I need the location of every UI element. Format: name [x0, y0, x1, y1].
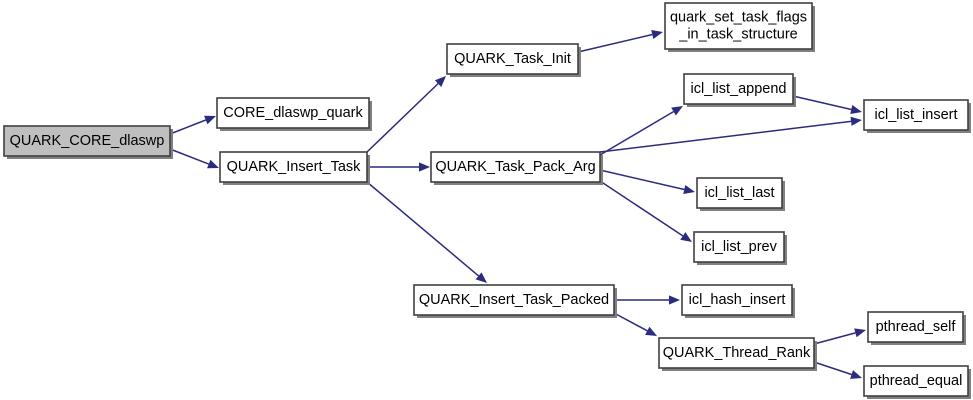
node-box[interactable]: [683, 73, 794, 105]
node-box[interactable]: [430, 151, 601, 183]
node-icl-list-append[interactable]: icl_list_append: [683, 73, 796, 107]
edge-quark-task-pack-arg-to-icl-list-append: [599, 106, 683, 156]
node-label: QUARK_CORE_dlaswp: [10, 133, 165, 149]
node-icl-list-insert[interactable]: icl_list_insert: [863, 99, 971, 133]
edge-line: [169, 148, 210, 165]
nodes-layer: QUARK_CORE_dlaswpCORE_dlaswp_quarkQUARK_…: [3, 2, 971, 399]
edge-quark-insert-task-packed-to-quark-thread-rank: [613, 312, 657, 336]
node-box[interactable]: [446, 43, 579, 75]
edge-arrowhead: [645, 326, 657, 336]
node-label: icl_list_append: [691, 81, 787, 97]
edge-line: [366, 181, 480, 277]
edge-quark-task-pack-arg-to-icl-list-prev: [599, 180, 692, 242]
node-box[interactable]: [863, 99, 969, 131]
edge-icl-list-append-to-icl-list-insert: [792, 95, 862, 114]
node-label: CORE_dlaswp_quark: [223, 105, 363, 121]
edge-quark-insert-task-to-quark-task-pack-arg: [367, 162, 430, 172]
edge-line: [613, 312, 648, 332]
node-label: _in_task_structure: [678, 26, 797, 42]
node-quark-core-dlaswp[interactable]: QUARK_CORE_dlaswp: [3, 125, 173, 159]
node-label: quark_set_task_flags: [670, 9, 807, 25]
edge-arrowhead: [671, 106, 683, 116]
edge-line: [169, 119, 207, 135]
node-label: pthread_equal: [870, 373, 963, 389]
edge-quark-insert-task-to-quark-task-init: [366, 76, 446, 153]
edges-layer: [169, 30, 866, 379]
edge-arrowhead: [419, 162, 430, 172]
node-icl-list-last[interactable]: icl_list_last: [696, 177, 785, 211]
edge-arrowhead: [683, 185, 695, 194]
node-quark-task-pack-arg[interactable]: QUARK_Task_Pack_Arg: [430, 151, 603, 185]
edge-quark-core-dlaswp-to-quark-insert-task: [169, 148, 219, 169]
node-box[interactable]: [664, 2, 813, 50]
node-box[interactable]: [696, 177, 783, 209]
node-box[interactable]: [681, 284, 793, 316]
edge-line: [599, 180, 684, 237]
edge-arrowhead: [207, 159, 219, 169]
edge-arrowhead: [434, 76, 446, 87]
node-label: icl_list_prev: [701, 239, 777, 255]
node-label: icl_hash_insert: [689, 292, 786, 308]
edge-line: [599, 120, 852, 153]
edge-quark-task-init-to-quark-set-task-flags-in-task-structure: [577, 30, 663, 53]
edge-arrowhead: [204, 115, 216, 125]
edge-quark-task-pack-arg-to-icl-list-insert: [599, 116, 862, 153]
node-label: icl_list_last: [704, 185, 774, 201]
edge-quark-thread-rank-to-pthread-self: [813, 328, 866, 345]
node-box[interactable]: [3, 125, 171, 157]
node-box[interactable]: [216, 97, 370, 129]
node-label: QUARK_Thread_Rank: [663, 345, 811, 361]
edge-line: [813, 361, 852, 376]
node-box[interactable]: [867, 311, 964, 343]
node-quark-set-task-flags-in-task-structure[interactable]: quark_set_task_flags_in_task_structure: [664, 2, 815, 52]
edge-quark-core-dlaswp-to-core-dlaswp-quark: [169, 115, 216, 135]
node-label: QUARK_Task_Pack_Arg: [435, 159, 595, 175]
edge-arrowhead: [854, 328, 866, 338]
edge-arrowhead: [850, 105, 862, 114]
edge-line: [577, 33, 653, 53]
edge-line: [599, 110, 674, 156]
edge-quark-task-pack-arg-to-icl-list-last: [599, 169, 695, 194]
node-box[interactable]: [413, 284, 615, 316]
edge-arrowhead: [850, 116, 862, 126]
node-pthread-equal[interactable]: pthread_equal: [863, 365, 971, 399]
edge-quark-insert-task-to-quark-insert-task-packed: [366, 181, 487, 283]
node-quark-insert-task-packed[interactable]: QUARK_Insert_Task_Packed: [413, 284, 617, 318]
edge-line: [813, 332, 856, 345]
node-label: QUARK_Insert_Task_Packed: [419, 292, 609, 308]
node-icl-hash-insert[interactable]: icl_hash_insert: [681, 284, 795, 318]
node-box[interactable]: [863, 365, 969, 397]
node-pthread-self[interactable]: pthread_self: [867, 311, 966, 345]
node-icl-list-prev[interactable]: icl_list_prev: [693, 231, 787, 265]
edge-arrowhead: [475, 272, 487, 283]
node-box[interactable]: [693, 231, 785, 263]
edge-line: [599, 169, 685, 191]
node-label: QUARK_Insert_Task: [227, 159, 362, 175]
edge-arrowhead: [669, 295, 680, 305]
node-label: QUARK_Task_Init: [454, 51, 571, 67]
edge-line: [792, 95, 852, 111]
edge-quark-insert-task-packed-to-icl-hash-insert: [614, 295, 680, 305]
node-quark-thread-rank[interactable]: QUARK_Thread_Rank: [658, 337, 817, 371]
edge-arrowhead: [651, 30, 663, 39]
edge-arrowhead: [850, 370, 862, 379]
edge-arrowhead: [680, 232, 692, 242]
node-core-dlaswp-quark[interactable]: CORE_dlaswp_quark: [216, 97, 372, 131]
node-quark-insert-task[interactable]: QUARK_Insert_Task: [219, 151, 370, 185]
node-box[interactable]: [219, 151, 368, 183]
node-label: pthread_self: [876, 319, 957, 335]
edge-quark-thread-rank-to-pthread-equal: [813, 361, 862, 379]
node-box[interactable]: [658, 337, 815, 369]
node-label: icl_list_insert: [875, 107, 958, 123]
node-quark-task-init[interactable]: QUARK_Task_Init: [446, 43, 581, 77]
edge-line: [366, 83, 439, 153]
